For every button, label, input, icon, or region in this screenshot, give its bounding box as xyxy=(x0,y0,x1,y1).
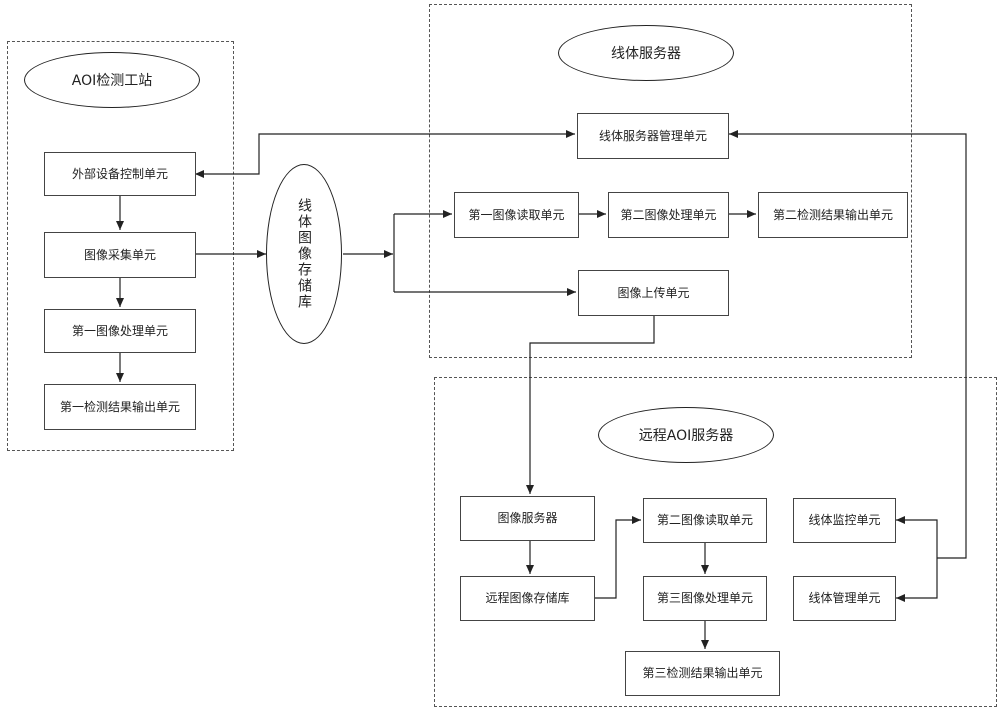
line-monitor-unit: 线体监控单元 xyxy=(793,498,896,543)
arrow-loop-to-manager xyxy=(729,130,967,559)
remote-aoi-server-group xyxy=(434,377,997,707)
remote-aoi-server-title: 远程AOI服务器 xyxy=(598,407,774,463)
second-result-output-unit: 第二检测结果输出单元 xyxy=(758,192,908,238)
third-result-output-unit: 第三检测结果输出单元 xyxy=(625,651,780,696)
second-image-reader-unit: 第二图像读取单元 xyxy=(643,498,767,543)
first-image-processing-unit: 第一图像处理单元 xyxy=(44,309,196,353)
second-image-processing-unit: 第二图像处理单元 xyxy=(608,192,729,238)
line-server-title: 线体服务器 xyxy=(558,25,734,81)
arrow-external-manager-bidirectional xyxy=(195,130,575,178)
external-device-control-unit: 外部设备控制单元 xyxy=(44,152,196,196)
aoi-station-title: AOI检测工站 xyxy=(24,52,200,108)
line-image-storage-label: 线体图像存储库 xyxy=(296,198,312,310)
image-upload-unit: 图像上传单元 xyxy=(578,270,729,316)
arrow-loop-to-management xyxy=(896,558,938,602)
first-image-reader-unit: 第一图像读取单元 xyxy=(454,192,579,238)
line-server-group xyxy=(429,4,912,358)
aoi-station-group xyxy=(7,41,234,451)
arrow-loop-to-monitor xyxy=(896,516,938,558)
line-server-manager-unit: 线体服务器管理单元 xyxy=(577,113,729,159)
remote-image-storage: 远程图像存储库 xyxy=(460,576,595,621)
image-server: 图像服务器 xyxy=(460,496,595,541)
image-capture-unit: 图像采集单元 xyxy=(44,232,196,278)
line-image-storage: 线体图像存储库 xyxy=(266,164,342,344)
third-image-processing-unit: 第三图像处理单元 xyxy=(643,576,767,621)
arrow-storage-to-second-reader xyxy=(595,516,641,599)
first-result-output-unit: 第一检测结果输出单元 xyxy=(44,384,196,430)
arrow-upload-to-image-server xyxy=(526,316,655,494)
line-management-unit: 线体管理单元 xyxy=(793,576,896,621)
